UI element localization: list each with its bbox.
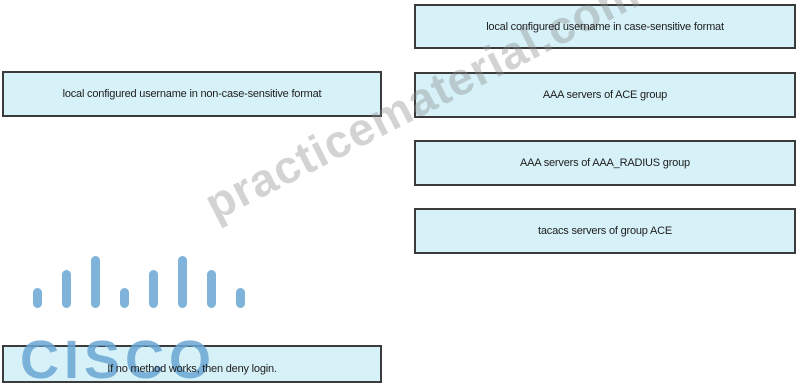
option-label: local configured username in non-case-se… (62, 88, 322, 100)
option-local-username-case-sensitive[interactable]: local configured username in case-sensit… (414, 4, 796, 49)
option-label: AAA servers of AAA_RADIUS group (520, 157, 690, 169)
cisco-logo: CISCO (20, 256, 245, 383)
svg-text:CISCO: CISCO (20, 330, 216, 383)
option-aaa-servers-ace-group[interactable]: AAA servers of ACE group (414, 72, 796, 118)
option-label: tacacs servers of group ACE (538, 225, 672, 237)
option-label: AAA servers of ACE group (542, 89, 668, 101)
option-local-username-non-case-sensitive[interactable]: local configured username in non-case-se… (2, 71, 382, 117)
option-aaa-servers-radius-group[interactable]: AAA servers of AAA_RADIUS group (414, 140, 796, 186)
option-label: local configured username in case-sensit… (486, 20, 724, 33)
option-tacacs-servers-group-ace[interactable]: tacacs servers of group ACE (414, 208, 796, 254)
option-label: If no method works, then deny login. (107, 363, 277, 375)
option-deny-login[interactable]: If no method works, then deny login. (2, 345, 382, 383)
